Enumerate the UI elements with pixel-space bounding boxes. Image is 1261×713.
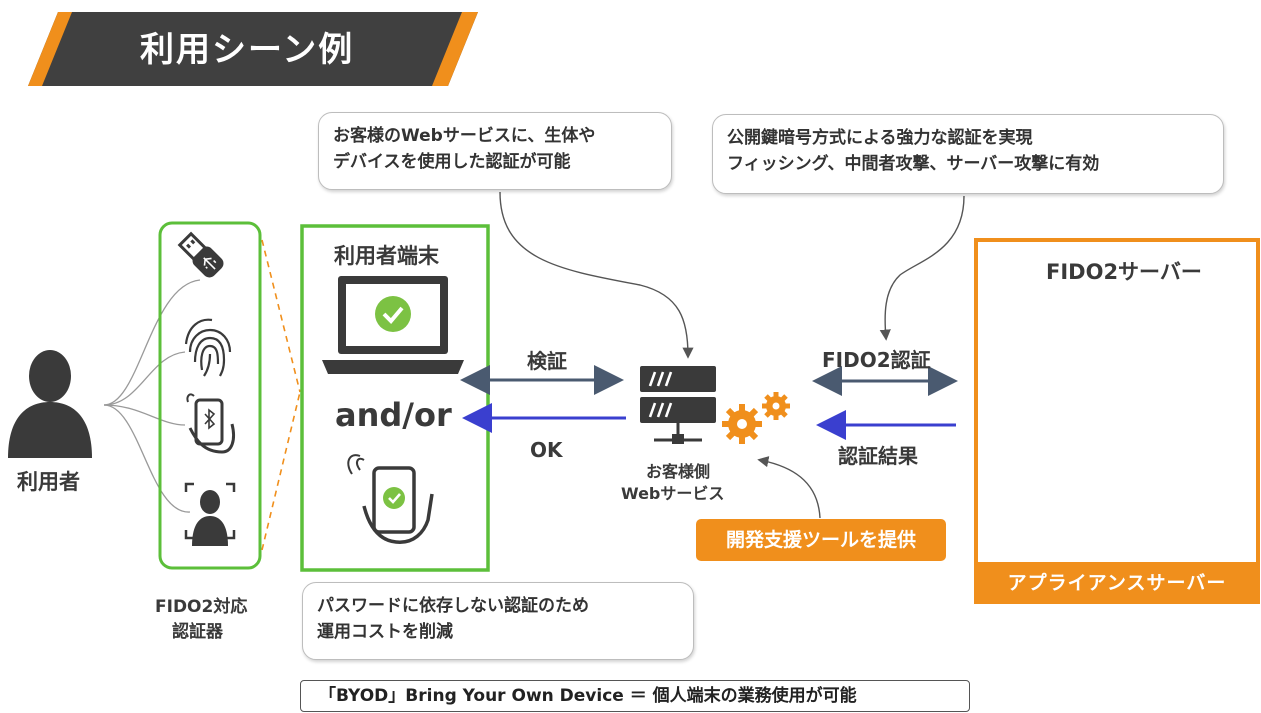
callout-password-line1: パスワードに依存しない認証のため [317,596,589,616]
callout-public-key-line1: 公開鍵暗号方式による強力な認証を実現 [727,128,1033,148]
terminal-frame [300,224,490,572]
authenticator-label-line1: FIDO2対応 [155,597,248,617]
fido2-server-label: FIDO2サーバー [1046,260,1202,284]
callout-public-key: 公開鍵暗号方式による強力な認証を実現 フィッシング、中間者攻撃、サーバー攻撃に有… [712,114,1224,194]
web-service-label-line2: Webサービス [621,484,725,503]
web-service-label-line1: お客様側 [646,462,711,481]
callout-pointer-key [879,195,965,341]
dev-tools-pointer [757,456,821,519]
laptop-check-icon [322,276,464,374]
zoom-lines [261,239,301,551]
auth-result-label: 認証結果 [838,444,918,468]
authenticator-frame [158,221,262,570]
gears-icon [722,392,790,444]
face-id-icon [184,482,236,546]
byod-note: 「BYOD」Bring Your Own Device ＝ 個人端末の業務使用が… [300,680,970,712]
callout-web-service: お客様のWebサービスに、生体や デバイスを使用した認証が可能 [318,112,672,190]
fido2-auth-label: FIDO2認証 [822,348,931,372]
callout-password: パスワードに依存しない認証のため 運用コストを削減 [302,582,694,660]
callout-pointer-web [499,191,694,359]
callout-password-line2: 運用コストを削減 [317,622,453,642]
server-icon [640,366,716,444]
callout-web-service-line2: デバイスを使用した認証が可能 [333,152,571,172]
verify-label: 検証 [527,349,567,373]
usb-key-icon [177,231,224,278]
ok-label: OK [530,438,563,462]
phone-check-icon [347,454,434,544]
title-banner [28,12,478,86]
bluetooth-phone-icon [186,393,236,454]
page-title: 利用シーン例 [140,30,355,70]
terminal-label: 利用者端末 [334,244,439,268]
appliance-server-box [974,238,1260,604]
person-icon [8,350,92,458]
appliance-server-label: アプライアンスサーバー [974,562,1260,604]
fingerprint-icon [184,318,232,377]
authenticator-label-line2: 認証器 [172,622,223,642]
dev-tools-badge: 開発支援ツールを提供 [696,519,946,561]
callout-public-key-line2: フィッシング、中間者攻撃、サーバー攻撃に有効 [727,154,1100,174]
user-label: 利用者 [17,470,80,494]
and-or-label: and/or [335,396,452,434]
callout-web-service-line1: お客様のWebサービスに、生体や [333,126,596,146]
connector-curves [103,279,201,513]
